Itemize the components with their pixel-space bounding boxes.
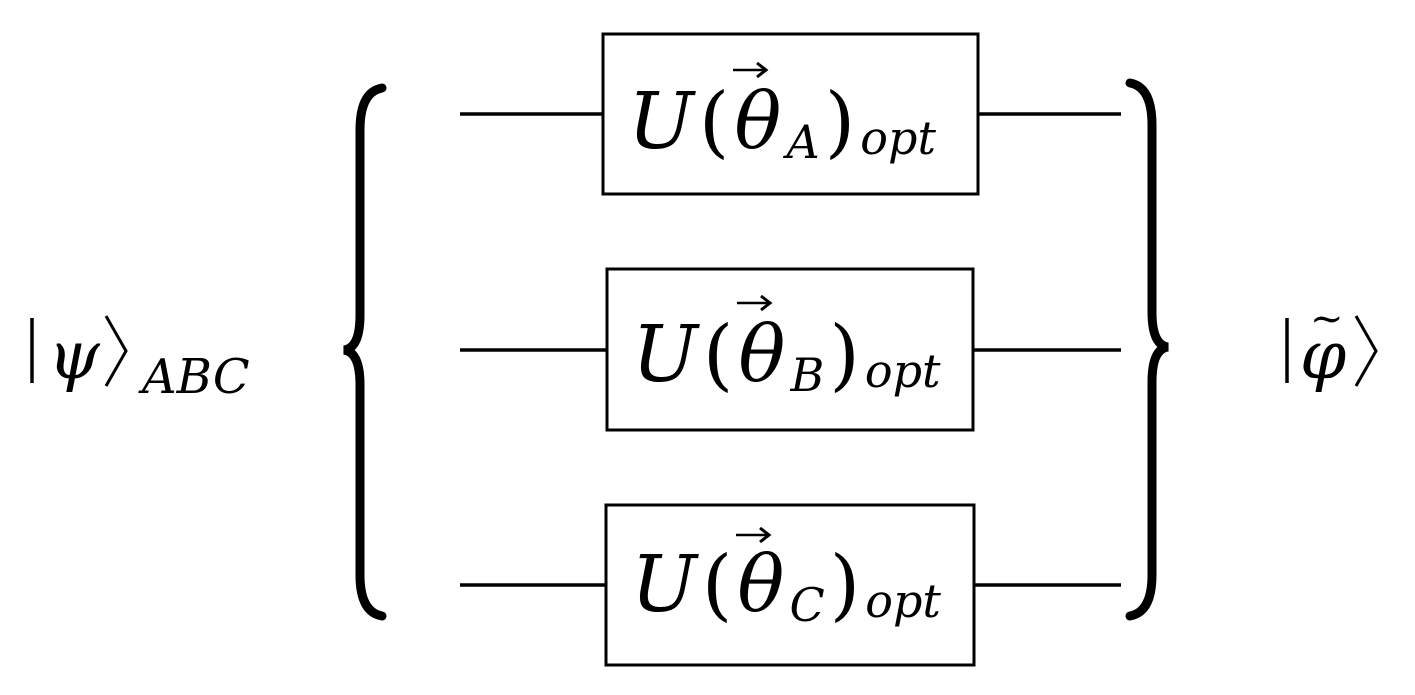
gate-c-parameter: θ (737, 540, 784, 630)
gate-a-open-paren: ( (699, 77, 729, 167)
gate-b-operator: U (632, 310, 700, 400)
right-brace (1125, 78, 1170, 621)
left-brace (342, 83, 387, 621)
gate-b-suffix: opt (865, 344, 941, 398)
gate-b-close-paren: ) (829, 310, 859, 400)
gate-b-subscript: B (789, 348, 824, 402)
gate-a-close-paren: ) (825, 77, 855, 167)
input-state-subscript: ABC (138, 349, 250, 405)
input-state-symbol: ψ (48, 317, 101, 394)
output-state-symbol: φ (1300, 317, 1346, 394)
gate-a-vector-arrow-icon (733, 61, 769, 79)
gate-b-open-paren: ( (703, 310, 733, 400)
gate-c-label: U ( θ C ) opt (631, 540, 941, 632)
gate-a-subscript: A (782, 115, 819, 169)
gate-a-operator: U (628, 77, 696, 167)
gate-c-operator: U (631, 540, 699, 630)
input-ket-angle (104, 315, 128, 387)
gate-a-box (601, 32, 980, 196)
gate-c-box (604, 503, 976, 667)
gate-a: U ( θ A ) opt (460, 32, 1121, 196)
gate-c-close-paren: ) (830, 540, 860, 630)
gate-c-vector-arrow-icon (736, 526, 772, 544)
gate-b: U ( θ B ) opt (460, 267, 1121, 432)
output-state-accent: ~ (1310, 296, 1344, 342)
gate-c-subscript: C (789, 578, 824, 632)
output-ket-angle (1354, 315, 1378, 387)
gate-c-suffix: opt (865, 574, 941, 628)
gate-a-label: U ( θ A ) opt (628, 77, 936, 169)
gate-a-parameter: θ (734, 77, 781, 167)
gate-c-open-paren: ( (702, 540, 732, 630)
gate-c: U ( θ C ) opt (460, 503, 1121, 667)
gate-b-label: U ( θ B ) opt (632, 310, 941, 402)
input-state: ψ ABC (30, 315, 250, 405)
gate-a-suffix: opt (860, 111, 936, 165)
gate-b-box (605, 267, 975, 432)
gate-b-parameter: θ (738, 310, 785, 400)
gate-b-vector-arrow-icon (737, 294, 773, 312)
output-state: φ ~ (1285, 296, 1378, 394)
